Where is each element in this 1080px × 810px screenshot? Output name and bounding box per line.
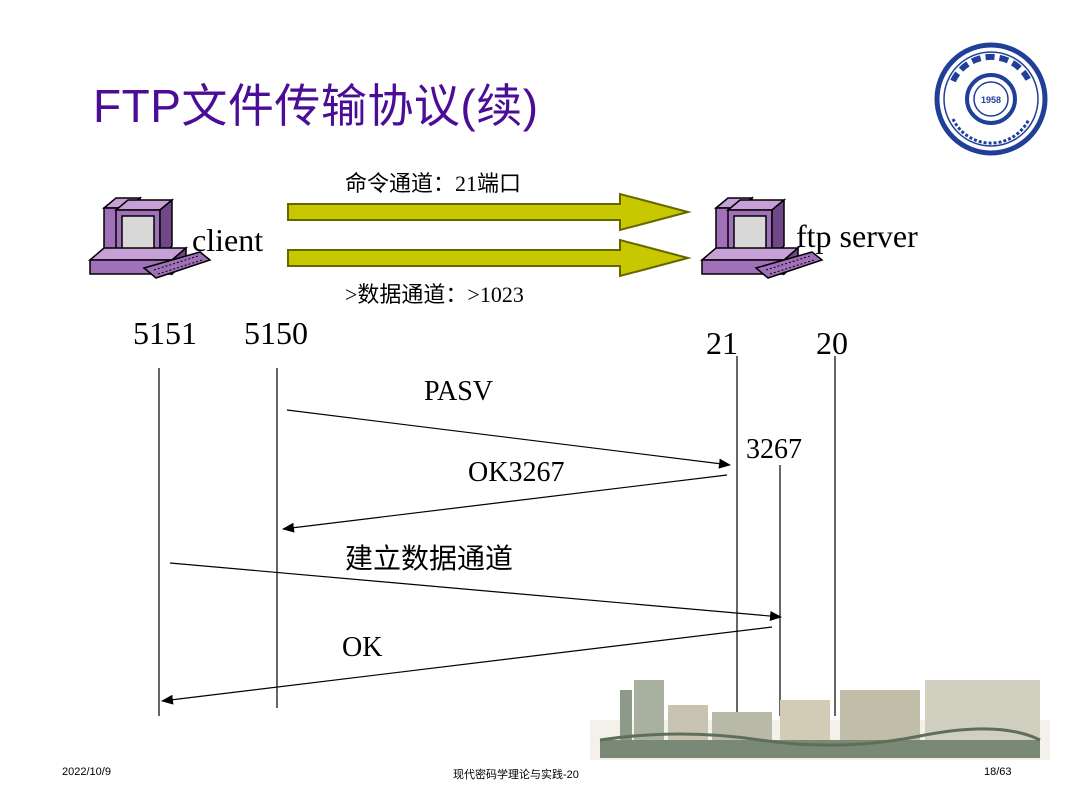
- port-21-label: 21: [706, 325, 738, 361]
- data-channel-arrow: [287, 238, 692, 278]
- footer-course: 现代密码学理论与实践-20: [453, 769, 579, 781]
- footer-page: 18/63: [984, 766, 1012, 778]
- command-channel-label: 命令通道：21端口: [345, 171, 522, 196]
- port-5150-label: 5150: [244, 315, 308, 351]
- client-label: client: [192, 222, 264, 258]
- ok-port-arrow: [282, 474, 728, 533]
- port-3267-label: 3267: [746, 434, 802, 465]
- footer-date: 2022/10/9: [62, 766, 111, 778]
- pasv-arrow: [286, 409, 731, 469]
- establish-label: 建立数据通道: [345, 544, 514, 575]
- port-20-label: 20: [816, 325, 848, 361]
- ok-label: OK: [342, 632, 383, 663]
- data-channel-label: >数据通道：>1023: [345, 282, 524, 307]
- port-5151-label: 5151: [133, 315, 197, 351]
- pasv-label: PASV: [424, 376, 494, 407]
- slide-title: FTP文件传输协议(续): [93, 80, 539, 132]
- command-channel-arrow: [287, 192, 692, 232]
- campus-photo: [590, 680, 1050, 760]
- establish-arrow: [169, 562, 782, 622]
- ok-arrow: [161, 626, 773, 705]
- ok-port-label: OK3267: [468, 457, 565, 488]
- server-label: ftp server: [796, 218, 918, 254]
